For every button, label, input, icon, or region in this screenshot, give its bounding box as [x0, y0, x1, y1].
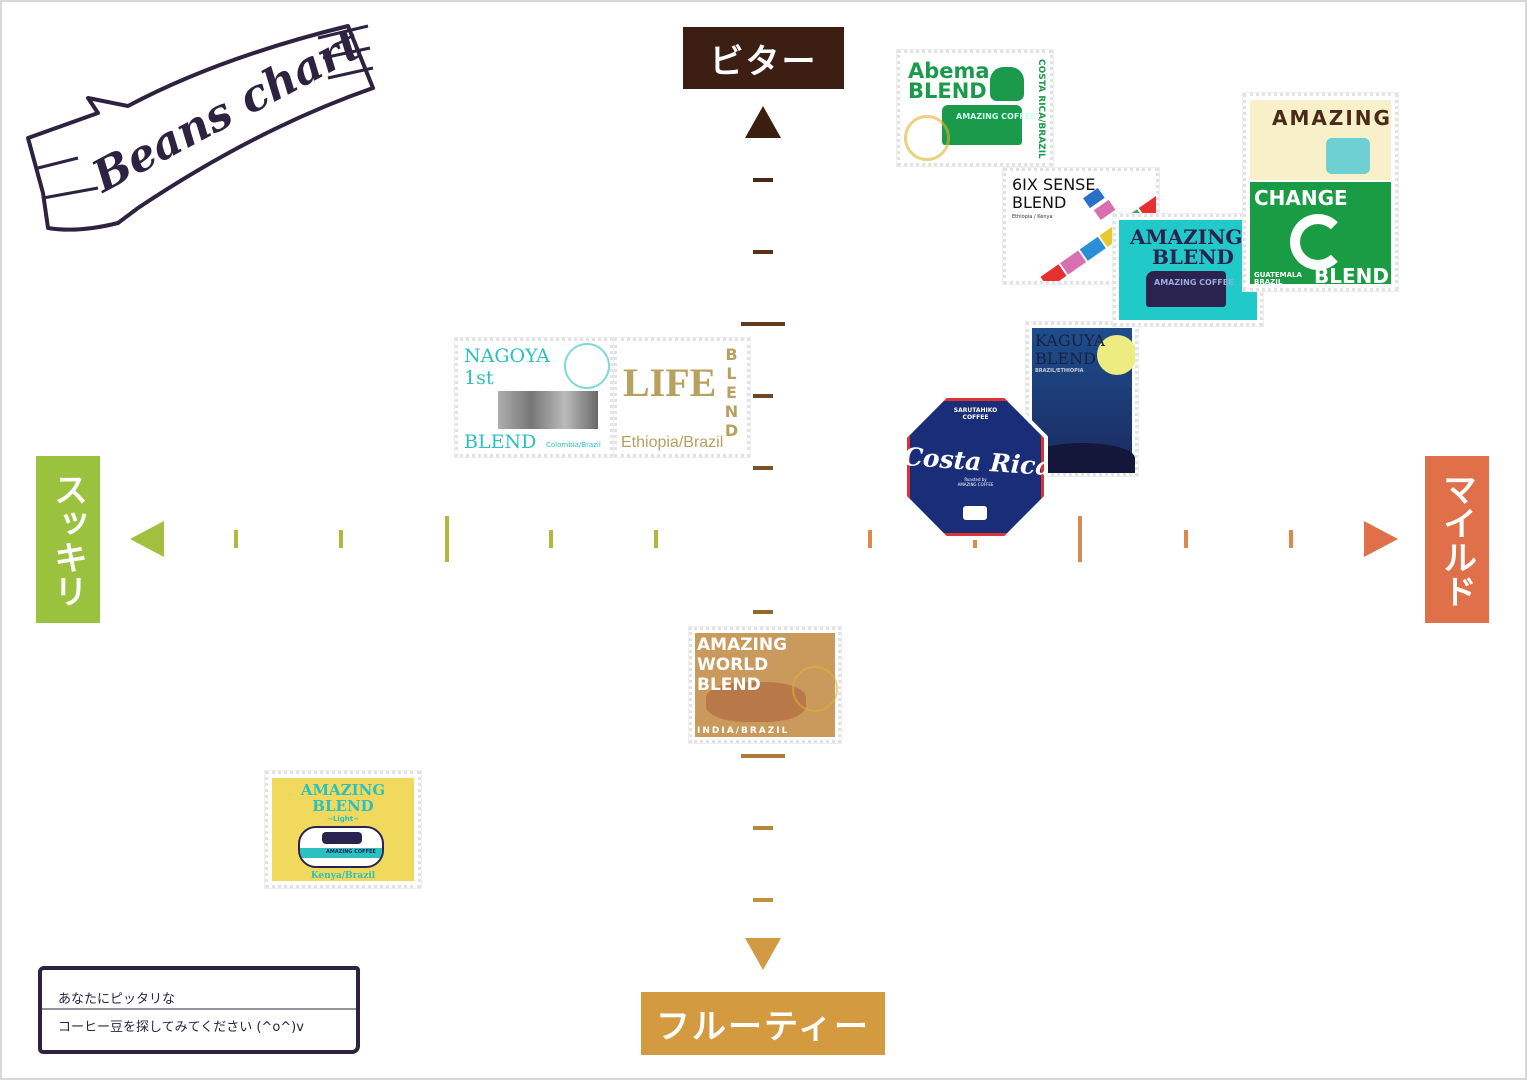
stamp-life-blend[interactable]: LIFE BLEND Ethiopia/Brazil	[613, 337, 751, 458]
stamp-title: 6IX SENSE	[1012, 175, 1096, 194]
beans-chart-ribbon: Beans chart	[26, 18, 375, 232]
stamp-title: BLEND	[312, 797, 374, 815]
stamp-origin: COSTA RICA/BRAZIL	[1036, 59, 1046, 159]
stamp-origin: BRAZIL/ETHIOPIA	[1035, 368, 1084, 374]
truck-label: AMAZING COFFEE	[956, 112, 1036, 121]
world-map	[706, 682, 806, 722]
postmark-icon	[564, 343, 610, 389]
postmark-icon	[792, 666, 838, 712]
sign-text: コーヒー豆を探してみてください (^o^)v	[58, 1020, 304, 1035]
axis-label-mild: マイルド	[1425, 456, 1489, 623]
stamp-sub: Roasted by	[964, 477, 987, 482]
axis-label-fruity: フルーティー	[641, 992, 885, 1055]
stamp-kaguya-blend[interactable]: KAGUYA BLEND BRAZIL/ETHIOPIA	[1025, 321, 1139, 477]
stamp-costa-rica[interactable]: SARUTAHIKO COFFEE Costa Rica Roasted by …	[903, 394, 1048, 540]
stamp-title: BLEND	[1012, 193, 1067, 212]
stamp-origin: INDIA/BRAZIL	[697, 726, 790, 736]
stamp-nagoya-1st-blend[interactable]: NAGOYA 1st BLEND Colombia/Brazil	[454, 337, 614, 458]
recycle-icon	[1290, 214, 1346, 270]
sign-text: あなたにピッタリな	[58, 992, 176, 1007]
stamp-amazing-blend-light[interactable]: AMAZING BLEND ~Light~ AMAZING COFFEE Ken…	[264, 770, 422, 889]
stamp-title: BLEND	[1035, 349, 1096, 368]
stamp-amazing-world-blend[interactable]: AMAZING WORLD BLEND INDIA/BRAZIL	[688, 626, 842, 744]
stamp-sub: AMAZING COFFEE	[957, 482, 994, 487]
stamp-side-text: BLEND	[722, 345, 741, 440]
left-arrow-icon	[130, 521, 164, 557]
stamp-origin: Ethiopia / Kenya	[1012, 214, 1053, 220]
stamp-subtitle: ~Light~	[327, 815, 359, 823]
brand-text: SARUTAHIKO	[953, 407, 998, 414]
stamp-abema-blend[interactable]: Abema BLEND AMAZING COFFEE COSTA RICA/BR…	[896, 49, 1054, 167]
truck-icon	[1146, 271, 1226, 307]
stamp-origin: Kenya/Brazil	[310, 871, 376, 881]
stamp-title: Abema	[908, 59, 990, 83]
postmark-icon	[904, 115, 950, 161]
stamp-title: BLEND	[697, 675, 761, 695]
dog-icon	[990, 67, 1024, 101]
stamp-origin: Ethiopia/Brazil	[621, 434, 724, 451]
stamp-title: AMAZING	[1130, 225, 1243, 249]
stamp-title: AMAZING	[697, 635, 788, 655]
stamp-title: KAGUYA	[1035, 331, 1105, 350]
stamp-title: 1st	[464, 367, 494, 389]
down-arrow-icon	[745, 938, 781, 970]
brand-text: COFFEE	[962, 414, 989, 421]
stamp-origin: GUATEMALA	[1254, 271, 1302, 279]
moon-icon	[1097, 335, 1135, 375]
stamp-title: CHANGE	[1254, 186, 1348, 210]
trailer-icon: AMAZING COFFEE	[298, 826, 384, 868]
stamp-origin: BRAZIL	[1254, 278, 1283, 286]
wooden-sign: あなたにピッタリな コーヒー豆を探してみてください (^o^)v	[38, 966, 360, 1054]
stamp-title: BLEND	[1314, 264, 1389, 288]
stamp-top-text: AMAZING	[1272, 106, 1392, 130]
stamp-title: BLEND	[908, 79, 987, 103]
stamp-title: LIFE	[623, 360, 717, 405]
stamp-title: AMAZING	[300, 781, 386, 799]
truck-label: AMAZING COFFEE	[326, 849, 376, 855]
mug-icon	[1326, 138, 1370, 174]
truck-label: AMAZING COFFEE	[1154, 278, 1234, 287]
stamp-amazing-blend[interactable]: AMAZING BLEND AMAZING COFFEE	[1112, 213, 1264, 327]
axis-label-bitter: ビター	[683, 27, 844, 89]
stamp-title: WORLD	[697, 655, 769, 675]
up-arrow-icon	[745, 106, 781, 138]
right-arrow-icon	[1364, 521, 1398, 557]
truck-photo	[498, 391, 598, 429]
stamp-origin: Colombia/Brazil	[546, 441, 601, 449]
axis-label-clean: スッキリ	[36, 456, 100, 623]
stamp-title: NAGOYA	[464, 345, 550, 367]
stamp-title: BLEND	[464, 431, 537, 453]
truck-icon	[963, 506, 987, 520]
stamp-change-blend[interactable]: AMAZING CHANGE GUATEMALA BRAZIL BLEND	[1242, 92, 1399, 292]
stamp-title: BLEND	[1152, 245, 1234, 269]
